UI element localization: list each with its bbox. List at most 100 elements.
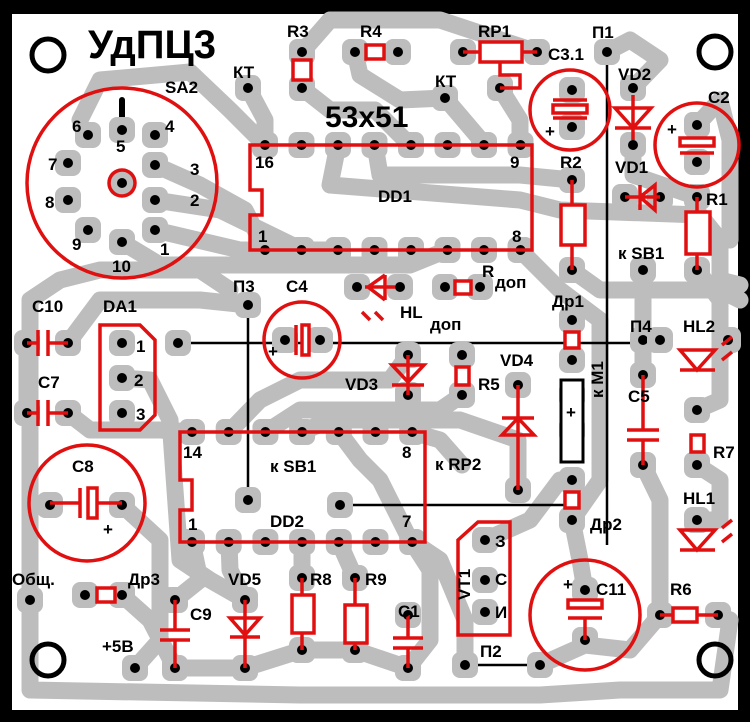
drill-hole bbox=[480, 575, 490, 585]
r8-body bbox=[290, 593, 316, 635]
drill-hole bbox=[628, 83, 638, 93]
drill-hole bbox=[63, 158, 73, 168]
label-c5: С5 bbox=[628, 387, 650, 406]
label-hl1: HL1 bbox=[683, 489, 715, 508]
label-p4: П4 bbox=[630, 317, 652, 336]
label-da1-pin1: 1 bbox=[136, 337, 145, 356]
hl-dop-symbol bbox=[365, 273, 395, 302]
drill-hole bbox=[117, 373, 127, 383]
label-hl: HL bbox=[400, 303, 423, 322]
label-c9: С9 bbox=[190, 605, 212, 624]
drill-hole bbox=[117, 408, 127, 418]
label-common: Общ. bbox=[12, 570, 55, 589]
label-sa2-pin: 6 bbox=[72, 117, 81, 136]
label-c10: С10 bbox=[32, 297, 63, 316]
drill-hole bbox=[580, 585, 590, 595]
c10-symbol bbox=[27, 330, 68, 356]
c4-outline bbox=[262, 300, 342, 380]
c7-symbol bbox=[27, 400, 68, 426]
c2-outline bbox=[653, 101, 741, 189]
label-p2: П2 bbox=[480, 642, 502, 661]
c8-symbol bbox=[50, 486, 122, 520]
label-dr2: Др2 bbox=[590, 515, 622, 534]
hl2-symbol bbox=[676, 335, 734, 373]
label-sa2-pin: 4 bbox=[165, 117, 175, 136]
da1-outline bbox=[98, 323, 157, 432]
vd3-symbol bbox=[387, 355, 429, 395]
drill-hole bbox=[243, 83, 253, 93]
label-vt1-drain: С bbox=[495, 570, 507, 589]
label-vt1: VT1 bbox=[455, 569, 474, 600]
drill-hole bbox=[335, 500, 345, 510]
labels: УдПЦ3 53x51 SA2 КТ КТ R3 R4 RP1 С3.1 П1 … bbox=[12, 22, 735, 661]
drill-hole bbox=[655, 335, 665, 345]
label-plus: + bbox=[566, 403, 576, 422]
r6-body bbox=[671, 606, 699, 624]
label-sa2-pin: 8 bbox=[45, 193, 54, 212]
drill-hole bbox=[130, 663, 140, 673]
label-sa2-pin: 1 bbox=[160, 240, 169, 259]
r4-body bbox=[364, 43, 386, 61]
drill-hole bbox=[395, 282, 405, 292]
drill-hole bbox=[692, 515, 702, 525]
drill-hole bbox=[243, 495, 253, 505]
label-kt: КТ bbox=[435, 72, 457, 91]
drill-hole bbox=[628, 140, 638, 150]
drill-hole bbox=[117, 125, 127, 135]
drill-hole bbox=[475, 282, 485, 292]
label-rp1: RP1 bbox=[478, 22, 511, 41]
c5-symbol bbox=[627, 375, 659, 465]
drill-hole bbox=[173, 338, 183, 348]
drill-hole bbox=[352, 282, 362, 292]
drill-hole bbox=[567, 355, 577, 365]
label-r6: R6 bbox=[670, 580, 692, 599]
drill-hole bbox=[480, 535, 490, 545]
components bbox=[25, 40, 741, 672]
drill-hole bbox=[692, 157, 702, 167]
mount-hole-icon bbox=[696, 641, 734, 679]
label-vd2: VD2 bbox=[618, 65, 651, 84]
label-plus: + bbox=[563, 575, 573, 594]
drill-hole bbox=[117, 590, 127, 600]
drill-hole bbox=[567, 85, 577, 95]
label-c2: С2 bbox=[708, 88, 730, 107]
label-kt: КТ bbox=[233, 63, 255, 82]
drill-hole bbox=[457, 390, 467, 400]
label-vt1-gate: З bbox=[495, 532, 506, 551]
drill-hole bbox=[457, 350, 467, 360]
label-p3: П3 bbox=[233, 277, 255, 296]
label-r-dop: R bbox=[482, 262, 494, 281]
drill-hole bbox=[567, 515, 577, 525]
dr2-body bbox=[563, 490, 581, 510]
drill-hole bbox=[150, 225, 160, 235]
dr1-body bbox=[563, 330, 581, 350]
label-dd2-pin7: 7 bbox=[402, 512, 411, 531]
label-dd2-pin8: 8 bbox=[402, 443, 411, 462]
drill-hole bbox=[315, 335, 325, 345]
label-r4: R4 bbox=[360, 22, 382, 41]
drill-hole bbox=[692, 460, 702, 470]
label-vd5: VD5 bbox=[228, 570, 261, 589]
dd2-outline bbox=[178, 430, 427, 544]
k-m1-connector bbox=[559, 378, 585, 464]
label-hl2: HL2 bbox=[683, 317, 715, 336]
drill-hole bbox=[567, 315, 577, 325]
label-r-dop-sub: доп bbox=[495, 273, 526, 292]
drill-hole bbox=[83, 225, 93, 235]
label-da1-pin2: 2 bbox=[134, 371, 143, 390]
label-k-m1: к М1 bbox=[588, 361, 607, 398]
label-dd2: DD2 bbox=[270, 512, 304, 531]
drill-hole bbox=[460, 660, 470, 670]
label-r5: R5 bbox=[478, 375, 500, 394]
drill-hole bbox=[80, 590, 90, 600]
drill-hole bbox=[638, 335, 648, 345]
vd1-symbol bbox=[625, 181, 660, 214]
label-dd1-pin1: 1 bbox=[258, 227, 267, 246]
label-sa2-pin: 9 bbox=[72, 235, 81, 254]
drill-hole bbox=[393, 47, 403, 57]
label-sa2-pin: 3 bbox=[190, 160, 199, 179]
drill-hole bbox=[117, 237, 127, 247]
board-title: УдПЦ3 bbox=[88, 23, 216, 67]
label-sa2-pin: 2 bbox=[190, 191, 199, 210]
drill-hole bbox=[567, 122, 577, 132]
